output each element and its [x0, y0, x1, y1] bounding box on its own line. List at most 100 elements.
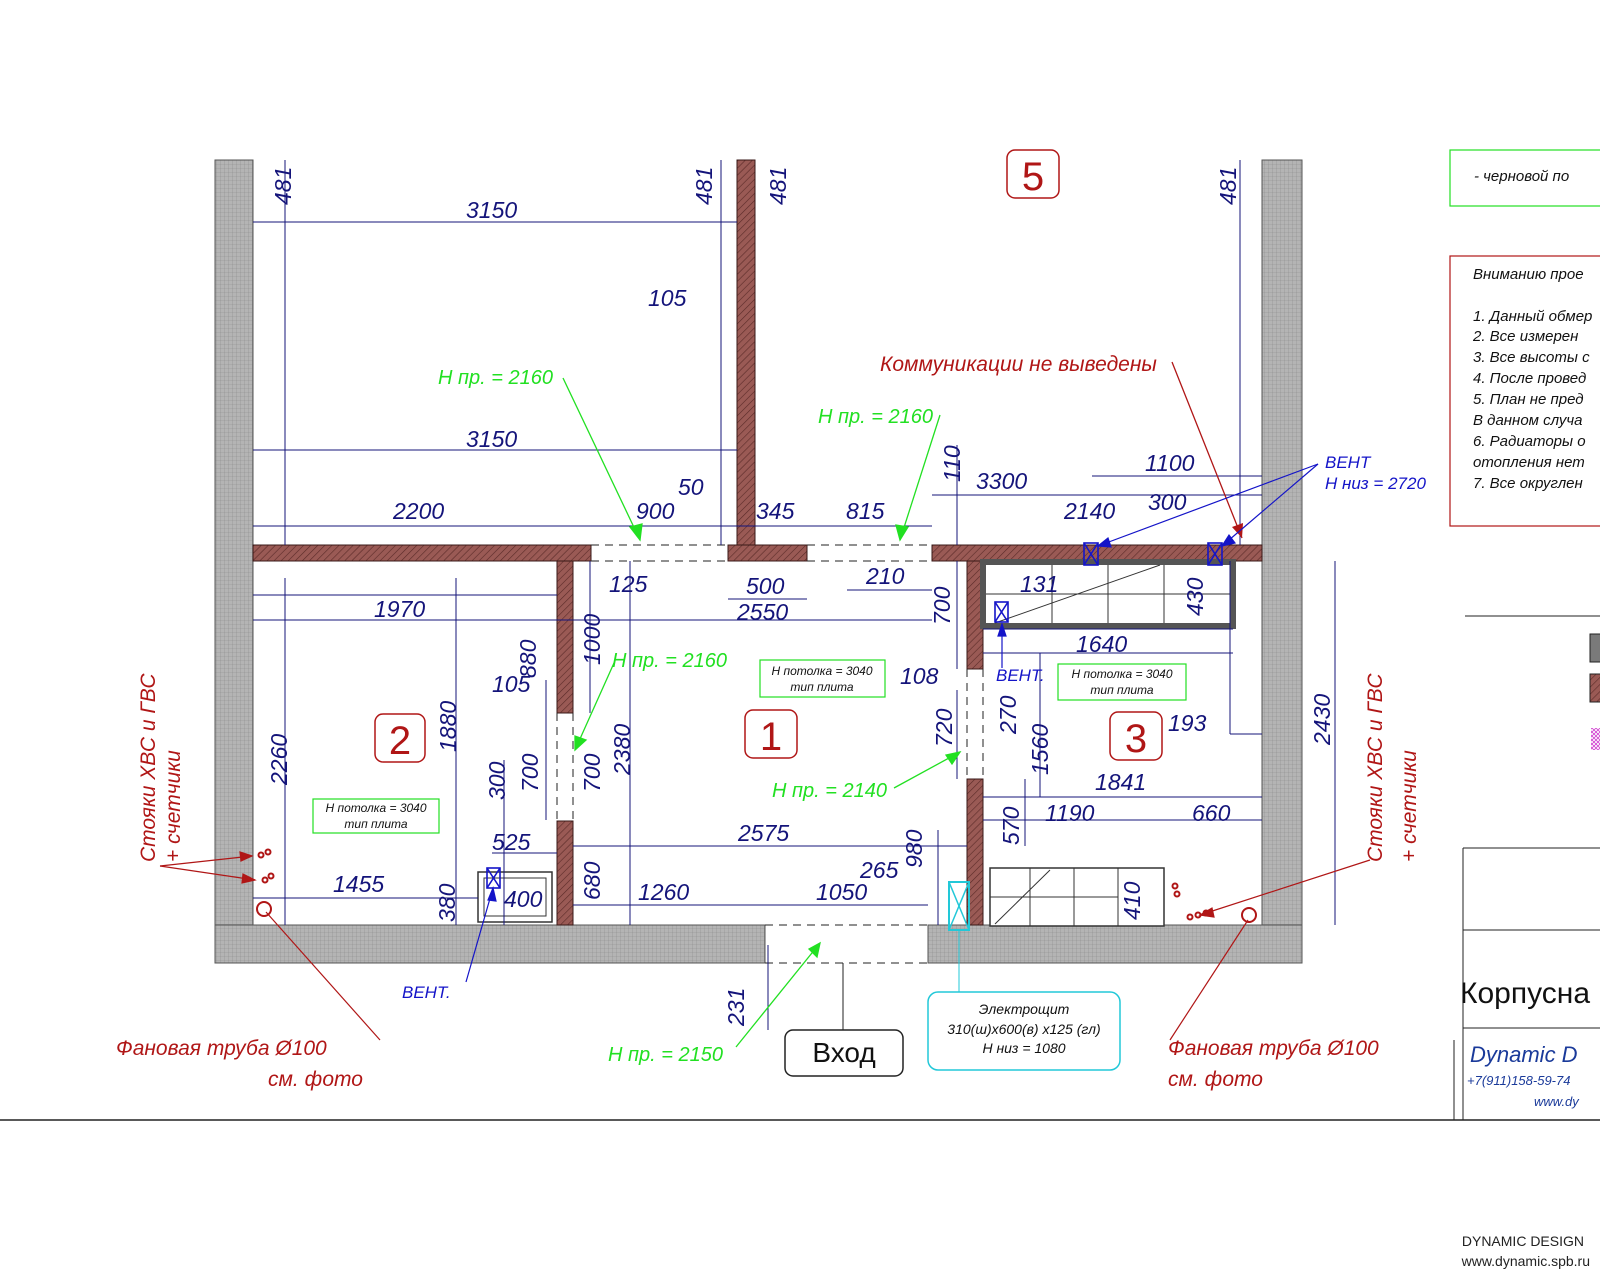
- dim-3150-a: 3150: [466, 197, 517, 223]
- notice-item-7: 6. Радиаторы о: [1473, 433, 1586, 450]
- notice-item-9: 7. Все округлен: [1473, 475, 1583, 492]
- ceiling-room2-line1: Н потолка = 3040: [325, 801, 426, 815]
- dim-481-d: 481: [1215, 167, 1241, 205]
- notice-item-1: 1. Данный обмер: [1473, 308, 1592, 325]
- panel-line3: Н низ = 1080: [982, 1040, 1065, 1056]
- footer: DYNAMIC DESIGN www.dynamic.spb.ru: [1461, 1233, 1590, 1269]
- dim-2260: 2260: [266, 734, 292, 786]
- door-openings: [556, 544, 984, 964]
- dim-481-a: 481: [270, 167, 296, 205]
- communications-label: Коммуникации не выведены: [880, 353, 1157, 376]
- risers-right-line2: + счетчики: [1398, 750, 1421, 862]
- fan-pipe-left-line2: см. фото: [268, 1068, 363, 1091]
- dim-1000: 1000: [579, 614, 605, 665]
- outer-walls: [214, 159, 1303, 964]
- room-2-label: 2: [389, 719, 411, 763]
- dim-265: 265: [859, 857, 899, 883]
- dim-108: 108: [900, 663, 939, 689]
- dim-1260: 1260: [638, 879, 689, 905]
- dim-300-a: 300: [1148, 489, 1187, 515]
- ceiling-room2-line2: тип плита: [344, 817, 408, 831]
- dim-105-b: 105: [492, 671, 531, 697]
- dim-210: 210: [865, 563, 905, 589]
- room-labels: 5 2 1 3: [374, 149, 1163, 763]
- dim-231: 231: [723, 988, 749, 1027]
- dim-481-c: 481: [765, 167, 791, 205]
- dim-1190: 1190: [1045, 800, 1095, 826]
- dimension-values: 481 481 481 481 3150 105 3150 50 2200 90…: [266, 167, 1335, 1027]
- panel-line2: 310(ш)х600(в) х125 (гл): [947, 1021, 1100, 1037]
- fan-pipe-right: Фановая труба Ø100 см. фото: [1168, 919, 1379, 1091]
- room-1-label: 1: [760, 715, 782, 759]
- dim-660: 660: [1192, 800, 1231, 826]
- dim-1841: 1841: [1095, 769, 1146, 795]
- dimension-lines: [253, 160, 1336, 1030]
- room-5-label: 5: [1022, 155, 1044, 199]
- vent-label-top: ВЕНТ: [1325, 453, 1372, 472]
- dim-815: 815: [846, 498, 885, 524]
- dim-680: 680: [579, 861, 605, 900]
- entry-label: Вход: [812, 1037, 875, 1068]
- door-height-3: Н пр. = 2160: [612, 650, 727, 672]
- ceiling-info-boxes: Н потолка = 3040 тип плита Н потолка = 3…: [312, 659, 1187, 834]
- room-3-label: 3: [1125, 717, 1147, 761]
- dim-525: 525: [492, 829, 531, 855]
- dim-270: 270: [995, 695, 1021, 735]
- ceiling-room3-line1: Н потолка = 3040: [1071, 667, 1172, 681]
- designer-notice: Вниманию прое 1. Данный обмер 2. Все изм…: [1449, 255, 1600, 527]
- communications-note: Коммуникации не выведены: [880, 353, 1243, 539]
- dim-720: 720: [931, 708, 957, 747]
- door-height-4: Н пр. = 2140: [772, 780, 887, 802]
- dim-110: 110: [939, 445, 965, 482]
- firm-phone: +7(911)158-59-74: [1467, 1073, 1570, 1088]
- notice-item-5: 5. План не пред: [1473, 391, 1584, 408]
- sheet-frame: [0, 1040, 1600, 1121]
- entry-marker: Вход: [784, 963, 904, 1077]
- fan-pipe-left: Фановая труба Ø100 см. фото: [116, 911, 381, 1091]
- dim-3300: 3300: [976, 468, 1027, 494]
- electric-panel-callout: Электрощит 310(ш)х600(в) х125 (гл) Н низ…: [927, 991, 1121, 1071]
- title-block: Корпусна Dynamic D +7(911)158-59-74 www.…: [1460, 847, 1600, 1120]
- dim-2200: 2200: [392, 498, 444, 524]
- dim-1100: 1100: [1145, 450, 1195, 476]
- dim-570: 570: [998, 806, 1024, 845]
- panel-line1: Электрощит: [979, 1001, 1070, 1017]
- dim-50: 50: [678, 474, 704, 500]
- notice-item-3: 3. Все высоты с: [1473, 349, 1590, 366]
- dim-430: 430: [1182, 577, 1208, 616]
- legend-swatches: [1465, 615, 1600, 750]
- dim-131: 131: [1020, 571, 1058, 597]
- dim-880: 880: [515, 639, 541, 678]
- dim-410: 410: [1119, 881, 1145, 920]
- dim-345: 345: [756, 498, 795, 524]
- dim-400: 400: [504, 886, 543, 912]
- notice-item-4: 4. После провед: [1473, 370, 1586, 387]
- notice-heading: Вниманию прое: [1473, 266, 1584, 283]
- dim-2380: 2380: [609, 724, 635, 776]
- firm-web: www.dy: [1534, 1094, 1580, 1109]
- dim-500: 500: [746, 573, 785, 599]
- fan-pipe-right-line2: см. фото: [1168, 1068, 1263, 1091]
- firm-name: Dynamic D: [1470, 1042, 1578, 1067]
- notice-item-2: 2. Все измерен: [1472, 328, 1578, 345]
- fan-pipe-left-line1: Фановая труба Ø100: [116, 1037, 327, 1060]
- legend-top-text: - черновой по: [1474, 168, 1569, 185]
- dim-700-b: 700: [579, 753, 605, 792]
- dim-105-a: 105: [648, 285, 687, 311]
- vent-label-room2: ВЕНТ.: [402, 983, 451, 1002]
- dim-980: 980: [901, 829, 927, 868]
- dim-700-a: 700: [517, 753, 543, 792]
- dim-481-b: 481: [691, 167, 717, 205]
- dim-380: 380: [434, 883, 460, 922]
- title-text: Корпусна: [1460, 977, 1590, 1010]
- dim-2575: 2575: [737, 820, 789, 846]
- footer-website: www.dynamic.spb.ru: [1461, 1253, 1590, 1269]
- dim-2550: 2550: [736, 599, 788, 625]
- door-height-5: Н пр. = 2150: [608, 1044, 723, 1066]
- risers-right-line1: Стояки ХВС и ГВС: [1364, 673, 1387, 862]
- vent-label-room3: ВЕНТ.: [996, 666, 1045, 685]
- cabinets: [477, 559, 1236, 927]
- dim-125: 125: [609, 571, 648, 597]
- ceiling-room1-line2: тип плита: [790, 680, 854, 694]
